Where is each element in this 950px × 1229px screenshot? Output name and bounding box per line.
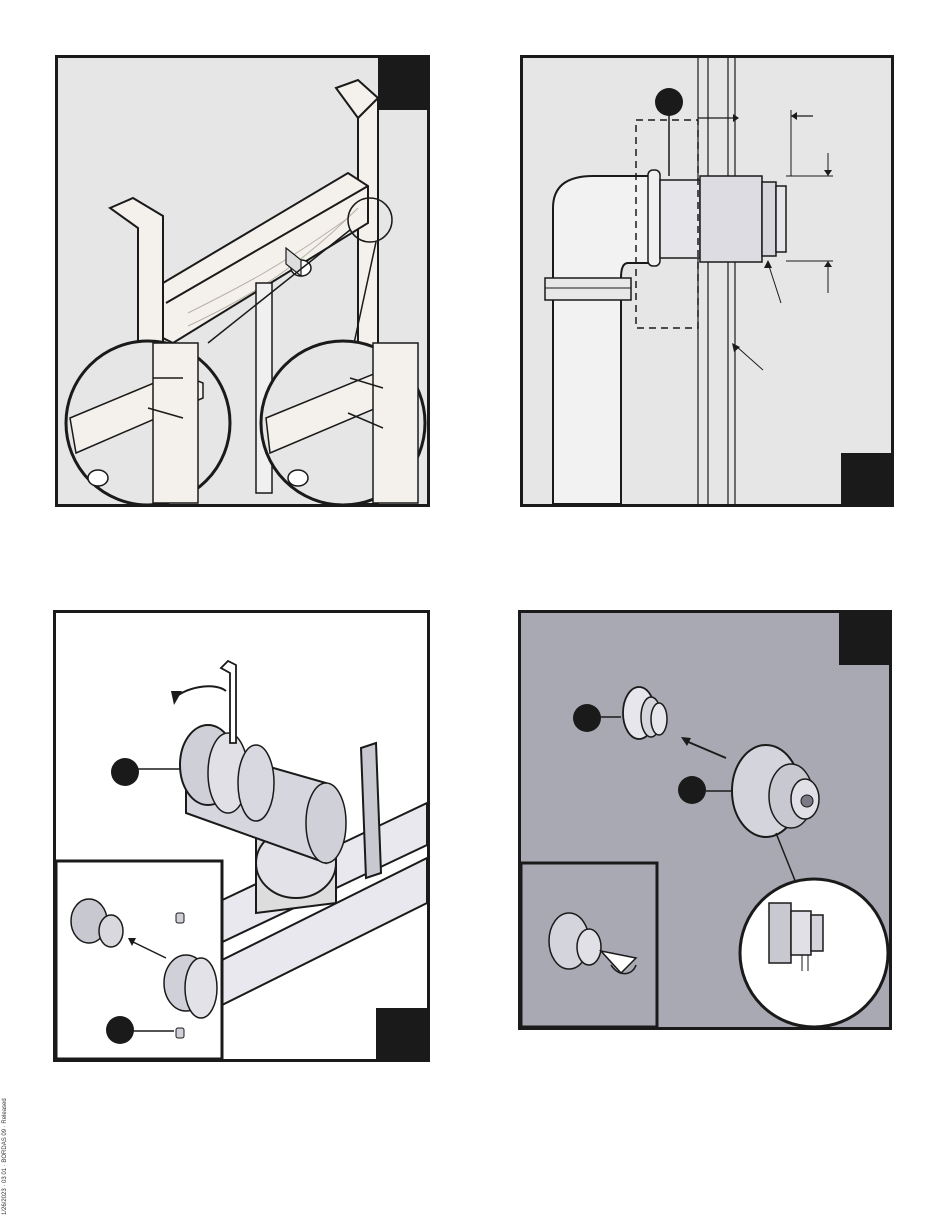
extension-fitting [700,176,762,262]
framing-drawing [58,58,427,504]
elbow-collar [545,278,631,300]
illustration-panel-1 [55,55,430,507]
step-number-box [376,1008,428,1060]
rotation-arrow [174,686,226,698]
assembly-arrow [681,737,691,746]
callout-dot [111,758,139,786]
step-number-box [839,613,891,665]
document-code: 1/26/2023 · 03 01 · BORDAS 09 · Released [2,1098,8,1215]
valve-drawing [56,613,427,1059]
step-number-box [378,58,430,110]
extension-sleeve [660,180,700,258]
illustration-panel-2 [520,55,894,507]
detail-magnifier-left [66,341,230,504]
adapter-drawing [521,613,889,1027]
callout-dot [573,704,601,732]
pipe-elbow [553,176,653,504]
callout-dot [106,1016,134,1044]
detail-magnifier [740,879,888,1027]
elbow-drawing [523,58,891,504]
detail-magnifier-right [261,341,425,504]
step-number-box [841,453,893,505]
illustration-panel-3 [53,610,430,1062]
callout-dot [655,88,683,116]
callout-dot [678,776,706,804]
illustration-panel-4 [518,610,892,1030]
